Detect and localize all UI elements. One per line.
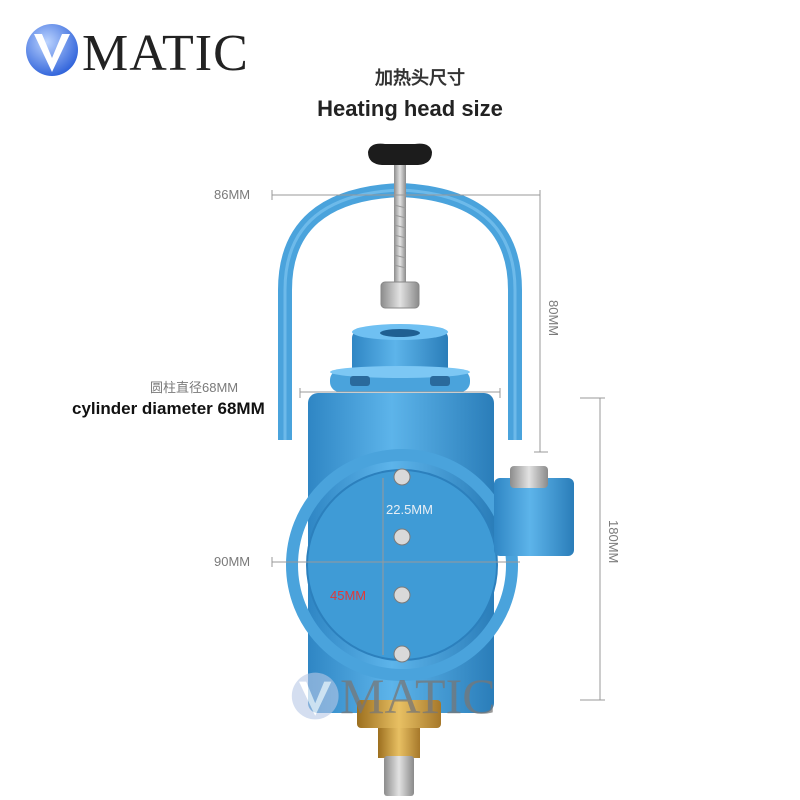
side-fitting [510, 466, 548, 488]
dim-width-top: 86MM [214, 187, 251, 202]
dim-cylinder-cn: 圆柱直径68MM [150, 380, 239, 395]
watermark-v-emblem-icon [291, 672, 339, 720]
heading-english: Heating head size [317, 96, 503, 121]
heading-chinese: 加热头尺寸 [375, 68, 465, 88]
black-knob-icon [368, 143, 432, 165]
front-disc [307, 470, 497, 660]
top-collar [352, 330, 448, 375]
dim-total-height: 180MM [606, 520, 621, 564]
mounting-screws [393, 468, 411, 663]
knurled-nut [380, 281, 420, 309]
dim-hole-small: 22.5MM [386, 502, 433, 517]
dim-width-mid: 90MM [214, 554, 251, 569]
brand-logo: MATIC [24, 20, 254, 82]
logo-v-emblem-icon [26, 24, 78, 76]
quick-connector [384, 756, 414, 796]
dim-cylinder-en: cylinder diameter 68MM [72, 399, 265, 418]
side-block [494, 478, 574, 556]
threaded-rod [394, 165, 406, 295]
logo-text: MATIC [82, 25, 249, 82]
lower-ring [286, 449, 518, 681]
brass-nozzle [357, 700, 441, 728]
watermark-logo: MATIC [290, 666, 530, 726]
dim-hole-large: 45MM [330, 588, 367, 603]
dim-frame-height: 80MM [546, 300, 561, 337]
watermark-text: MATIC [340, 668, 496, 724]
